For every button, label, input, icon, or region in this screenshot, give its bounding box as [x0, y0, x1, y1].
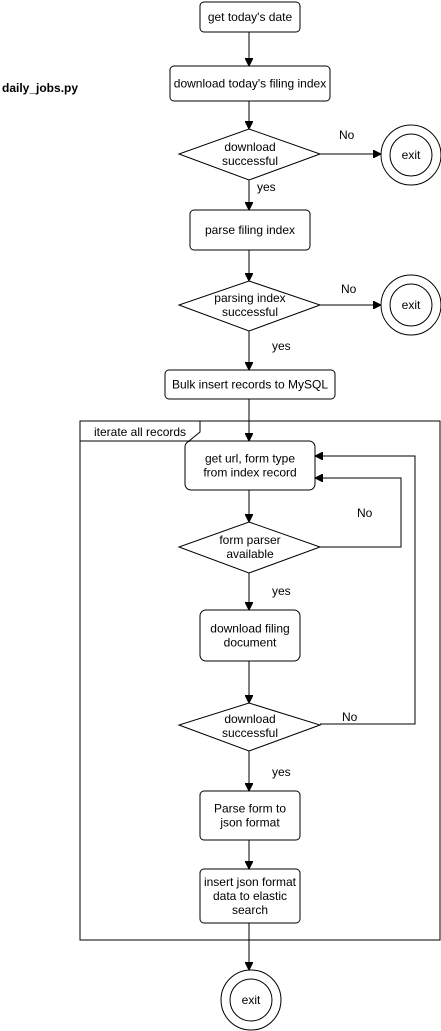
node-label-line: data to elastic [213, 889, 287, 903]
node-download-index: download today's filing index [169, 65, 331, 102]
node-label-line: Parse form to [214, 802, 286, 816]
node-label: get today's date [208, 10, 293, 24]
node-label-line: get today's date [208, 10, 293, 24]
nodes: get today's date download today's filing… [164, 1, 441, 1031]
edge-label-no: No [342, 710, 358, 724]
node-label: exit [402, 148, 421, 162]
node-label-line: download filing [210, 622, 289, 636]
node-label-line: from index record [203, 466, 296, 480]
node-label-line: document [224, 636, 277, 650]
node-label: exit [242, 993, 261, 1007]
node-label: Bulk insert records to MySQL [172, 378, 328, 392]
node-label-line: successful [222, 154, 278, 168]
node-label: exit [402, 298, 421, 312]
node-label-line: exit [242, 993, 261, 1007]
edge-label-yes: yes [272, 339, 291, 353]
node-label-line: parse filing index [205, 223, 295, 237]
node-label-line: insert json format [204, 875, 297, 889]
edge-label-yes: yes [272, 765, 291, 779]
node-label-line: form parser [219, 533, 280, 547]
diagram-title: daily_jobs.py [2, 81, 78, 95]
node-label-line: exit [402, 148, 421, 162]
node-label-line: exit [402, 298, 421, 312]
node-label: download today's filing index [174, 77, 326, 91]
node-label-line: successful [222, 726, 278, 740]
loop-frame: iterate all records [79, 420, 441, 941]
edge-label-no: No [341, 282, 357, 296]
node-label-line: json format [219, 816, 280, 830]
edges [249, 32, 416, 969]
edge-label-yes: yes [272, 584, 291, 598]
terminal-exit-1: exit [380, 124, 441, 186]
edge-check4-no-loop [316, 456, 416, 725]
node-label-line: search [232, 903, 268, 917]
terminal-exit-2: exit [380, 274, 441, 336]
loop-label: iterate all records [94, 425, 186, 439]
node-label-line: Bulk insert records to MySQL [172, 378, 328, 392]
edge-labels: No yes No yes No yes No yes [257, 128, 373, 779]
node-label-line: download today's filing index [174, 77, 326, 91]
node-label-line: download [224, 140, 275, 154]
node-label-line: successful [222, 305, 278, 319]
node-parse-index: parse filing index [189, 209, 311, 251]
node-get-date: get today's date [199, 1, 301, 33]
node-label-line: available [226, 547, 274, 561]
node-label-line: parsing index [214, 291, 285, 305]
edge-label-no: No [339, 128, 355, 142]
terminal-exit-3: exit [220, 969, 282, 1031]
node-bulk-insert: Bulk insert records to MySQL [164, 369, 336, 400]
node-label-line: get url, form type [205, 452, 295, 466]
edge-label-no: No [357, 506, 373, 520]
node-label: parse filing index [205, 223, 295, 237]
node-label-line: download [224, 712, 275, 726]
edge-label-yes: yes [257, 180, 276, 194]
edge-check3-no-loop [316, 478, 402, 548]
